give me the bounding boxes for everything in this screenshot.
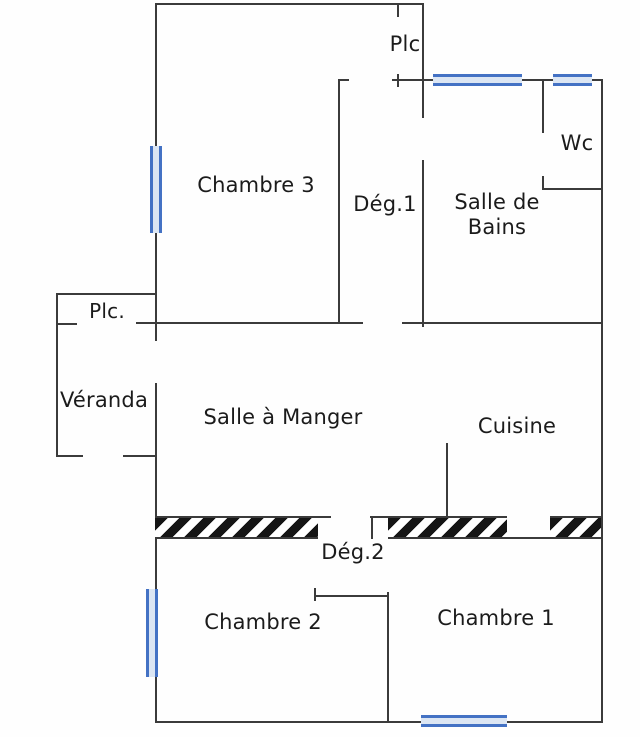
wall-veranda-south-a — [56, 455, 83, 457]
wall-top-bains-b — [522, 79, 553, 81]
window-chambre2-west — [146, 589, 158, 677]
room-label-salle-de-bains-line1: Salle de — [454, 190, 540, 214]
wall-deg2-bracket-horizontal — [314, 595, 389, 597]
plc-top-closet-tick-lower — [397, 74, 399, 87]
room-label-veranda: Véranda — [59, 388, 149, 412]
wall-plc-left-bottom-tick — [56, 323, 77, 325]
wall-bottom-exterior — [155, 721, 603, 723]
wall-east-exterior — [601, 79, 603, 723]
window-chambre3-west — [150, 146, 162, 233]
wall-wc-south — [542, 188, 603, 190]
wall-deg2-bracket-tick — [314, 588, 316, 601]
room-label-chambre-3: Chambre 3 — [197, 173, 315, 197]
wall-west-chambre3-upper — [155, 3, 157, 147]
wall-veranda-west — [56, 293, 58, 457]
window-chambre1-south — [421, 715, 507, 727]
wall-wc-west-lower — [542, 176, 544, 190]
wall-cuisine-divider — [446, 443, 448, 518]
hatched-wall-west — [155, 516, 318, 539]
room-label-plc-top: Plc — [389, 32, 421, 56]
wall-west-chambre3-lower — [155, 232, 157, 341]
room-label-deg-1: Dég.1 — [353, 192, 417, 216]
wall-chambre1-chambre2-divider — [387, 592, 389, 723]
wall-deg1-east-upper — [422, 3, 424, 118]
room-label-chambre-2: Chambre 2 — [204, 610, 322, 634]
wall-deg1-west-top-tick — [338, 79, 349, 81]
wall-west-middle — [155, 383, 157, 591]
room-label-salle-a-manger: Salle à Manger — [203, 405, 363, 429]
room-label-plc-left: Plc. — [89, 299, 125, 323]
room-label-chambre-1: Chambre 1 — [437, 606, 555, 630]
hatched-wall-east — [550, 516, 601, 539]
wall-west-lower — [155, 676, 157, 723]
wall-middle-horizontal-west — [136, 322, 363, 324]
wall-middle-horizontal-east — [402, 322, 603, 324]
wall-veranda-south-b — [123, 455, 157, 457]
hatched-wall-threshold-line — [507, 537, 551, 539]
hatched-wall-middle — [388, 516, 507, 539]
hatched-wall-jamb-top-line — [370, 516, 389, 518]
wall-top-bains-a — [392, 79, 433, 81]
hatched-wall-jamb-tick — [371, 516, 373, 539]
room-label-wc: Wc — [560, 131, 594, 155]
window-wc-north — [553, 74, 592, 86]
wall-top-exterior — [156, 3, 424, 5]
plc-top-closet-tick-upper — [397, 3, 399, 17]
wall-deg1-east-lower — [422, 160, 424, 327]
room-label-cuisine: Cuisine — [477, 414, 557, 438]
hatched-wall-top-line-ext — [318, 516, 331, 518]
window-bains-north — [433, 74, 522, 86]
wall-deg1-west — [338, 79, 340, 324]
room-label-salle-de-bains: Salle de Bains — [454, 190, 539, 240]
room-label-salle-de-bains-line2: Bains — [467, 215, 527, 239]
wall-wc-west-upper — [542, 79, 544, 133]
wall-top-bains-c — [592, 79, 603, 81]
wall-plc-left-top — [56, 293, 157, 295]
room-label-deg-2: Dég.2 — [321, 540, 385, 564]
